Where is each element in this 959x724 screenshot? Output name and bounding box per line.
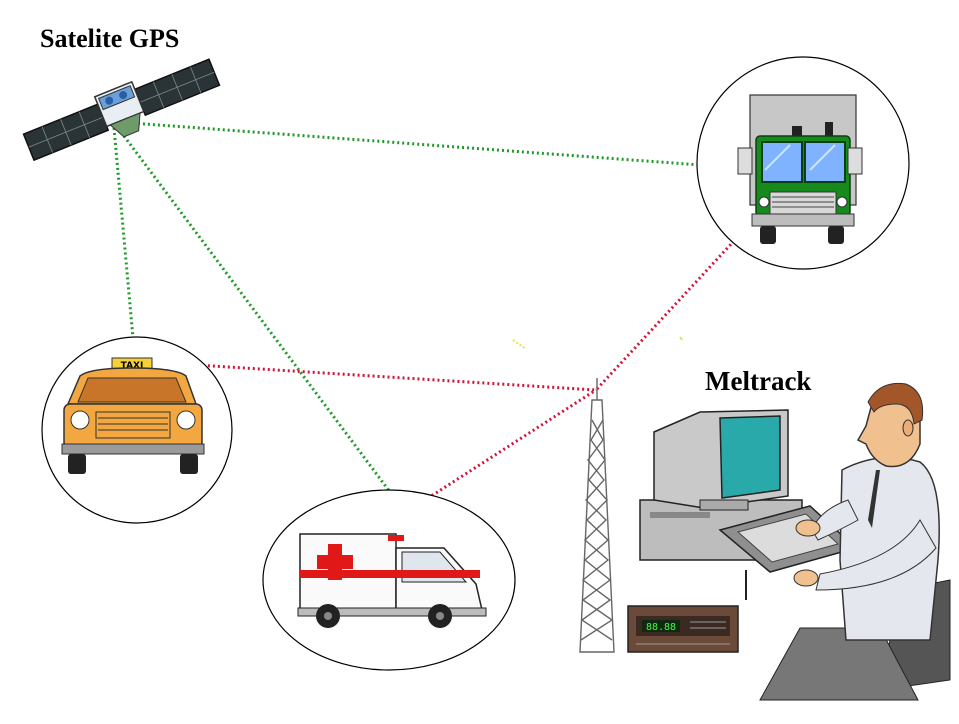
ambulance-icon [297,533,487,628]
taxi-group: TAXI [41,336,233,524]
truck-group [696,56,910,270]
meltrack-label: Meltrack [705,366,812,396]
truck-icon [737,94,863,244]
signal-spark [512,339,527,350]
ambulance-group [262,489,516,671]
taxi-icon: TAXI [61,357,205,474]
link-satellite-ambulance [116,127,392,493]
link-satellite-taxi [112,127,135,339]
radio-display-text: 88.88 [646,622,676,633]
satellite-icon [22,58,221,162]
taxi-sign-text: TAXI [121,361,144,371]
signal-spark-2 [679,336,683,341]
satellite-gps-label: Satelite GPS [40,24,180,53]
radio-tower-icon [579,378,615,653]
operator-person-icon [759,382,951,701]
satellite-links [112,120,701,493]
link-satellite-truck [117,120,701,167]
